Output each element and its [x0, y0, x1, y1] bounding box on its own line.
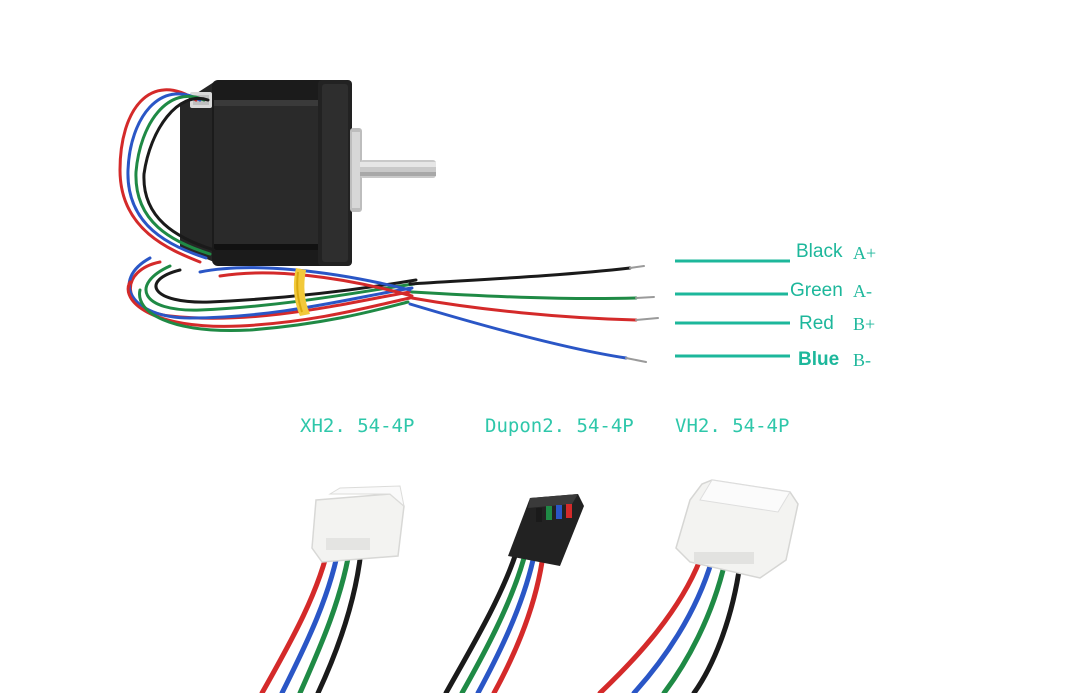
pin-label-b-minus: B-	[853, 350, 871, 370]
wire-tips	[625, 265, 659, 363]
dupont-connector	[443, 494, 584, 693]
wire-label-red: Red	[799, 313, 834, 334]
pin-label-a-minus: A-	[853, 281, 872, 301]
connector-label-xh: XH2. 54-4P	[300, 415, 415, 437]
connector-label-dupont: Dupon2. 54-4P	[485, 415, 634, 437]
xh-connector	[259, 485, 405, 693]
stepper-motor	[180, 80, 436, 266]
wire-label-blue: Blue	[798, 349, 840, 370]
pin-label-a-plus: A+	[853, 243, 877, 263]
connector-label-vh: VH2. 54-4P	[675, 415, 790, 437]
vh-connector	[597, 479, 799, 693]
wire-label-green: Green	[790, 280, 843, 301]
pin-label-b-plus: B+	[853, 314, 876, 334]
wire-bundle	[118, 88, 638, 360]
leader-lines	[675, 259, 790, 358]
wire-label-black: Black	[796, 241, 843, 262]
rubber-band	[293, 268, 310, 316]
